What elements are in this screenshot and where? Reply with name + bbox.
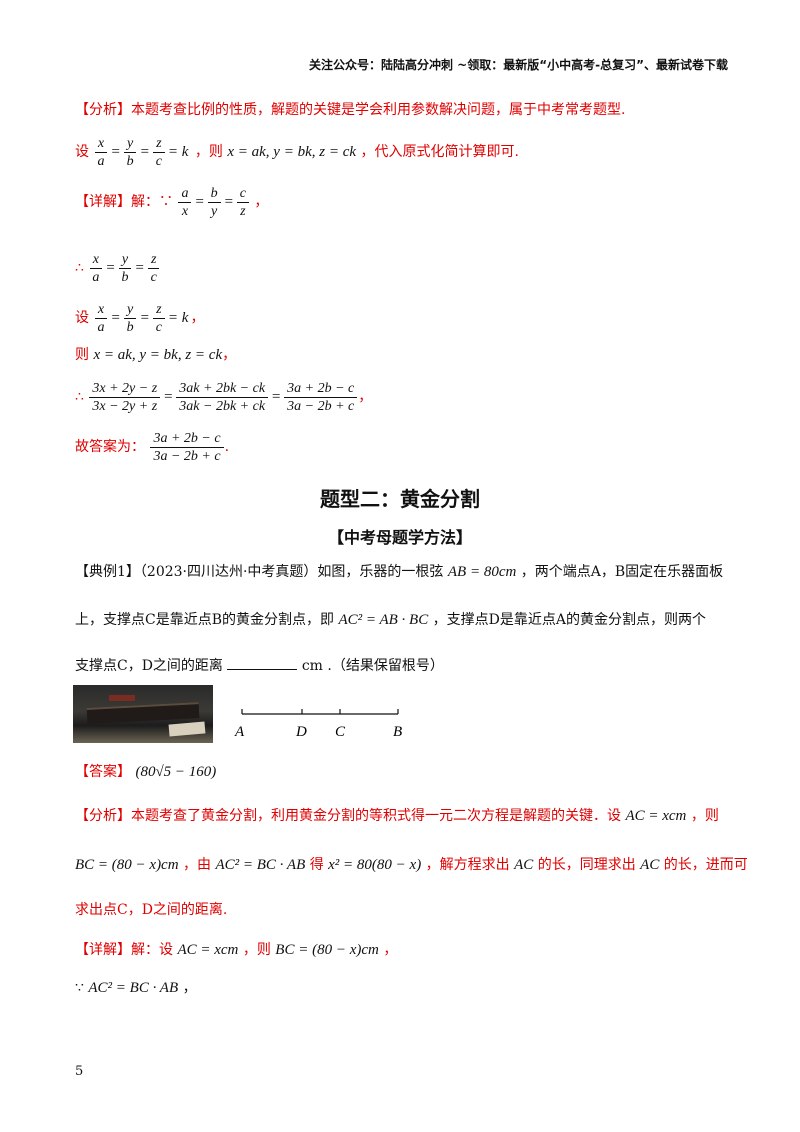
analysis2-len1: 的长，同理求出 xyxy=(537,857,636,873)
answer-label: 【答案】 xyxy=(75,764,131,780)
analysis2-by: ，由 xyxy=(183,857,212,873)
set-prefix: 设 xyxy=(75,144,89,160)
analysis2-ac1: AC xyxy=(514,857,534,873)
analysis2-line-3: 求出点C，D之间的距离. xyxy=(75,902,228,918)
detail2-line-2: ∵ AC² = BC · AB ， xyxy=(75,978,197,998)
example-line3-start: 支撑点C，D之间的距离 xyxy=(75,658,223,674)
label-d: D xyxy=(295,724,307,740)
example-line2-start: 上，支撑点C是靠近点B的黄金分割点，即 xyxy=(75,612,334,628)
string-diagram: A D C B xyxy=(234,709,402,740)
assign-suffix: ，代入原式化简计算即可. xyxy=(360,144,519,160)
analysis2-ac2: AC xyxy=(640,857,660,873)
analysis2-then: ，则 xyxy=(690,808,719,824)
label-a: A xyxy=(234,724,245,740)
comma3: ， xyxy=(222,347,237,363)
analysis2-eq1: AC² = BC · AB xyxy=(215,857,306,873)
comma: ， xyxy=(254,194,269,210)
example-line-3: 支撑点C，D之间的距离 cm .（结果保留根号） xyxy=(75,655,444,676)
detail2-label: 【详解】解：设 xyxy=(75,942,173,958)
set2-prefix: 设 xyxy=(75,310,89,326)
analysis2-eq2: x² = 80(80 − x) xyxy=(328,857,422,873)
comma4: ， xyxy=(358,389,373,405)
page-number: 5 xyxy=(75,1064,84,1079)
detail-label: 【详解】解：∵ xyxy=(75,194,173,210)
example-line-2: 上，支撑点C是靠近点B的黄金分割点，即 AC² = AB · BC ，支撑点D是… xyxy=(75,610,706,630)
answer1-label: 故答案为： xyxy=(75,439,145,455)
instrument-photo xyxy=(73,685,213,743)
detail2-bc: BC = (80 − x)cm xyxy=(275,942,379,958)
therefore2-symbol: ∴ xyxy=(75,389,84,405)
detail2-comma: ， xyxy=(383,942,398,958)
analysis2-acx: AC = xcm xyxy=(625,808,687,824)
answer-value: (80√5 − 160) xyxy=(135,764,217,780)
ab-equation: AB = 80cm xyxy=(447,564,517,580)
page-header: 关注公众号：陆陆高分冲刺 ~领取：最新版“小中高考-总复习”、最新试卷下载 xyxy=(309,58,728,72)
analysis-line: 【分析】本题考查比例的性质，解题的关键是学会利用参数解决问题，属于中考常考题型. xyxy=(75,102,626,118)
detail2-comma2: ， xyxy=(182,980,197,996)
answer-line: 【答案】 (80√5 − 160) xyxy=(75,762,216,782)
example-intro: 【典例1】（2023·四川达州·中考真题）如图，乐器的一根弦 xyxy=(75,564,444,580)
then2-prefix: 则 xyxy=(75,347,89,363)
assign2-eq: x = ak, y = bk, z = ck xyxy=(93,347,223,363)
example-line2-end: ，支撑点D是靠近点A的黄金分割点，则两个 xyxy=(432,612,707,628)
detail2-then: ，则 xyxy=(242,942,271,958)
detail2-acx: AC = xcm xyxy=(177,942,239,958)
analysis2-bc: BC = (80 − x)cm xyxy=(75,857,179,873)
method-title: 【中考母题学方法】 xyxy=(327,528,472,547)
period: . xyxy=(224,439,230,455)
analysis2-line-2: BC = (80 − x)cm ，由 AC² = BC · AB 得 x² = … xyxy=(75,855,748,875)
example-intro-end: ，两个端点A，B固定在乐器面板 xyxy=(520,564,724,580)
assign-eq: x = ak, y = bk, z = ck xyxy=(227,144,357,160)
section-title: 题型二：黄金分割 xyxy=(320,487,480,511)
analysis2-line-1: 【分析】本题考查了黄金分割，利用黄金分割的等积式得一元二次方程是解题的关键．设 … xyxy=(75,806,719,826)
example-line3-end: .（结果保留根号） xyxy=(327,658,444,674)
detail2-line-1: 【详解】解：设 AC = xcm ，则 BC = (80 − x)cm ， xyxy=(75,940,397,960)
example-line-1: 【典例1】（2023·四川达州·中考真题）如图，乐器的一根弦 AB = 80cm… xyxy=(75,562,723,582)
answer-blank[interactable] xyxy=(227,655,298,670)
therefore-symbol: ∴ xyxy=(75,260,84,276)
label-b: B xyxy=(393,724,402,740)
then-text: ，则 xyxy=(194,144,223,160)
analysis2-text: 【分析】本题考查了黄金分割，利用黄金分割的等积式得一元二次方程是解题的关键．设 xyxy=(75,808,621,824)
then2-line: 则 x = ak, y = bk, z = ck， xyxy=(75,345,236,365)
detail2-eq: AC² = BC · AB xyxy=(88,980,179,996)
analysis2-len2: 的长，进而可 xyxy=(663,857,748,873)
comma2: ， xyxy=(190,310,205,326)
analysis2-solve: ，解方程求出 xyxy=(425,857,510,873)
analysis2-get: 得 xyxy=(309,857,324,873)
because-symbol: ∵ xyxy=(75,980,84,996)
ac-equation: AC² = AB · BC xyxy=(338,612,429,628)
unit: cm xyxy=(301,658,323,674)
label-c: C xyxy=(335,724,346,740)
